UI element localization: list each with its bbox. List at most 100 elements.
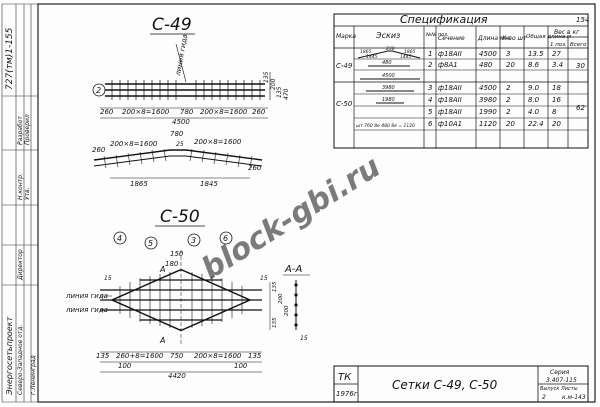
spec-cell-w1: 27 — [552, 50, 561, 58]
c50-dim-row2-2: 100 — [234, 362, 248, 370]
spec-cell-w1: 3.4 — [552, 61, 564, 69]
c50-dim-row2-1: 100 — [118, 362, 132, 370]
spec-cell-pos: 5 — [428, 108, 433, 116]
c50-dim-seg2: 200×8=1600 — [194, 352, 242, 360]
c50-dim-total: 4420 — [168, 372, 186, 380]
c49-lower-dim-3: 200×8=1600 — [110, 140, 158, 148]
spec-cell-length: 1120 — [479, 120, 497, 128]
spec-sk2: 480 — [382, 60, 392, 66]
c50-marker-5: 5 — [148, 239, 153, 248]
side-cell-1: Разработ — [17, 116, 24, 145]
spec-cell-w1: 16 — [552, 96, 561, 104]
c50-gida-2: линия гида — [65, 306, 108, 314]
spec-table: Спецификация 154 Марка Эскиз №№ поз. Сеч… — [333, 13, 589, 149]
tb-issue: 2 — [542, 394, 546, 401]
c49-marker: 2 — [96, 86, 101, 95]
spec-cell-w1: 18 — [552, 84, 561, 92]
spec-cell-length: 480 — [479, 61, 493, 69]
spec-cell-total_len: 9.0 — [528, 84, 540, 92]
c49-side-dim-2: 200 — [270, 78, 277, 90]
c50-dim-seg1: 260+8=1600 — [116, 352, 164, 360]
spec-h-weight: Вес в кг — [554, 29, 580, 36]
c50-cut-bottom: А — [159, 336, 165, 345]
spec-cell-pos: 6 — [428, 120, 433, 128]
c50-title: С-50 — [160, 207, 200, 227]
spec-sk1-e: 1445 — [400, 54, 412, 60]
c49-lower-dim-2: 260 — [92, 146, 106, 154]
side-city: г.Ленинград — [30, 355, 37, 395]
spec-h-w1: 1 поз. — [550, 42, 567, 48]
spec-cell-qty: 2 — [506, 108, 511, 116]
c49-drawing: С-49 линия гида 2 135 200 135 470 260 20… — [92, 15, 290, 188]
c50-sec-dim-4: 135 — [272, 317, 278, 328]
spec-cell-qty: 20 — [506, 61, 515, 69]
c49-side-dim-4: 470 — [283, 88, 290, 100]
c49-dim-seg1: 200×8=1600 — [122, 108, 170, 116]
c50-sec-dim-1: 135 — [272, 281, 278, 292]
spec-cell-qty: 20 — [506, 120, 515, 128]
spec-sk1-d: 1445 — [366, 54, 378, 60]
c49-dim-mid: 780 — [180, 108, 194, 116]
c50-marker-4: 4 — [117, 234, 122, 243]
c49-lower-dim-1: 780 — [170, 130, 184, 138]
title-block: ТК 1976г. Сетки С-49, С-50 Серия 3.407-1… — [333, 365, 589, 403]
spec-cell-w1: 8 — [552, 108, 557, 116]
c50-dim-top-1: 150 — [170, 250, 184, 258]
side-cell-3: Н.контр. — [17, 173, 24, 200]
c49-bottom-dim-2: 1845 — [200, 180, 218, 188]
spec-cell-w1: 20 — [552, 120, 561, 128]
side-code: 727(тм)1-155 — [5, 27, 15, 90]
c49-title: С-49 — [152, 15, 192, 35]
tb-name: Сетки С-49, С-50 — [392, 378, 498, 392]
side-cell-5: Директор — [17, 249, 24, 281]
spec-cell-section: ф18АII — [438, 50, 462, 58]
spec-h-qty: К-во шт — [502, 35, 527, 42]
spec-h-section: Сечение — [438, 35, 465, 42]
spec-h-length: Длина мм — [477, 35, 509, 42]
c49-dim-seg2: 200×8=1600 — [200, 108, 248, 116]
spec-cell-section: ф18АII — [438, 96, 462, 104]
spec-sk3: 4500 — [382, 73, 395, 79]
spec-cell-pos: 3 — [428, 84, 433, 92]
c49-dim-left: 260 — [100, 108, 114, 116]
side-cell-2: Проверил — [24, 114, 31, 145]
tb-sheet: к.м-143 — [562, 394, 586, 401]
spec-sk1-b: 230 — [386, 46, 395, 52]
spec-cell-total_len: 13.5 — [528, 50, 544, 58]
spec-cell-total_len: 8.0 — [528, 96, 540, 104]
spec-total-c50: 62 — [576, 104, 585, 112]
spec-cell-section: ф10А1 — [438, 120, 463, 128]
c50-dim-15-left: 15 — [104, 275, 112, 282]
c50-cut-top: А — [159, 265, 165, 274]
c50-dim-top-2: 180 — [165, 260, 179, 268]
side-cell-4: Утв. — [24, 187, 31, 200]
sheet-frame — [37, 3, 596, 403]
spec-sk1-c: 1865 — [404, 49, 416, 55]
spec-cell-section: ф8А1 — [438, 61, 458, 69]
c50-gida-1: линия гида — [65, 292, 108, 300]
c50-sec-dim-5: 15 — [300, 335, 308, 342]
spec-cell-total_len: 8.6 — [528, 61, 540, 69]
spec-h-mark: Марка — [336, 33, 356, 40]
c49-lower-dim-4: 25 — [176, 141, 184, 148]
spec-sk5: 1980 — [382, 97, 395, 103]
spec-cell-section: ф18АII — [438, 108, 462, 116]
c49-dim-total: 4500 — [172, 118, 190, 126]
c49-bottom-dim-1: 1865 — [130, 180, 148, 188]
c49-gida-label: линия гида — [174, 34, 189, 78]
tb-series: 3.407-115 — [546, 377, 577, 384]
c50-section-title: А-А — [284, 264, 302, 275]
spec-cell-length: 3980 — [479, 96, 497, 104]
spec-h-total-len: Общая длина м — [526, 34, 571, 40]
spec-cell-section: ф18АII — [438, 84, 462, 92]
c50-dim-left: 135 — [96, 352, 110, 360]
spec-cell-length: 1990 — [479, 108, 497, 116]
spec-cell-pos: 2 — [428, 61, 433, 69]
spec-title: Спецификация — [400, 13, 488, 26]
spec-cell-qty: 2 — [506, 84, 511, 92]
spec-sheet-num: 154 — [576, 16, 589, 24]
c50-marker-6: 6 — [223, 234, 228, 243]
spec-sk4: 3980 — [382, 85, 395, 91]
